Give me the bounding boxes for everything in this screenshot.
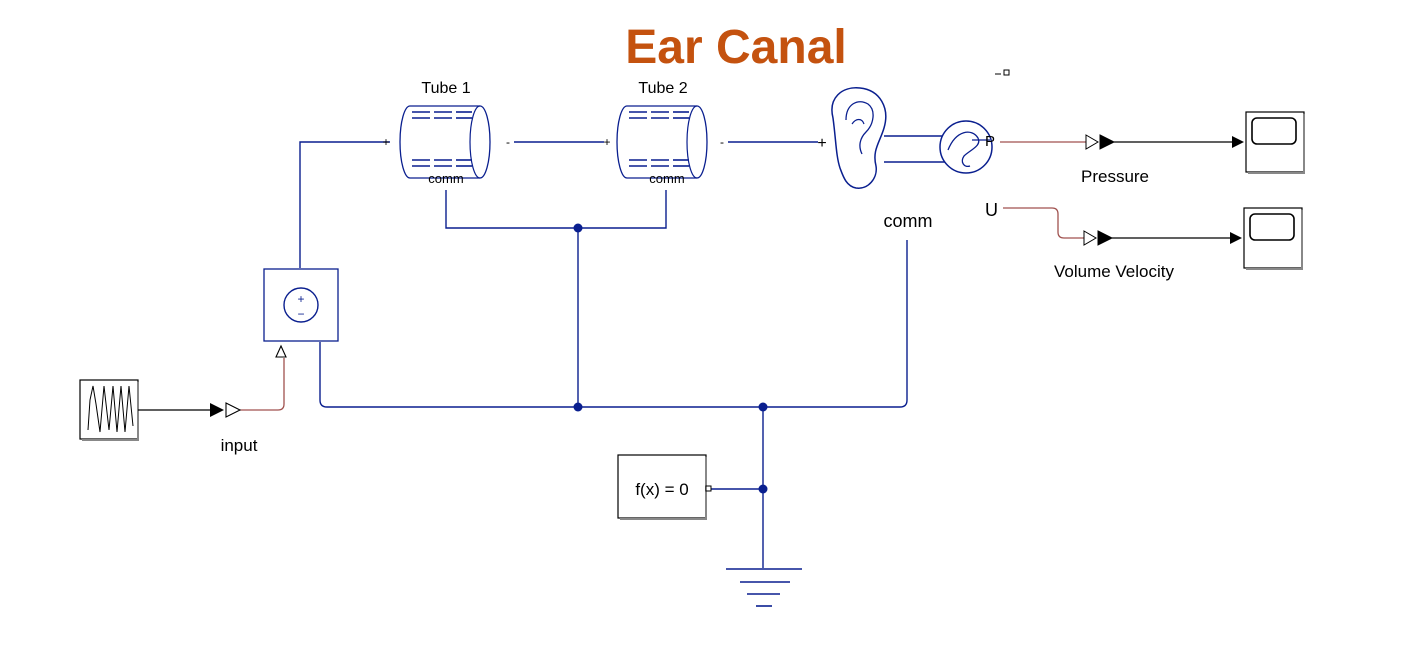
tube-1-dashes: [412, 111, 472, 167]
ground-icon[interactable]: [726, 568, 802, 607]
ear-p-port: P: [985, 133, 995, 150]
ear-plus: +: [817, 135, 826, 152]
goto-volume-arrows: [1083, 230, 1114, 246]
solver-config-block[interactable]: f(x) = 0: [617, 454, 712, 520]
signal-generator-block[interactable]: [79, 379, 139, 441]
u-label: U: [985, 200, 998, 220]
junction-dot: [573, 402, 583, 412]
input-port-icon: [275, 344, 287, 358]
tube-2-end: [686, 105, 698, 179]
tube-2-comm: comm: [649, 171, 684, 186]
tube-2-plus: +: [603, 135, 610, 149]
junction-dot: [758, 402, 768, 412]
tube-1-end: [469, 105, 481, 179]
goto-input-arrows: [210, 402, 242, 418]
tube-2-minus: -: [720, 135, 724, 149]
eardrum-icon: [939, 120, 993, 174]
junction-dot: [573, 223, 583, 233]
wire-ground-bus[interactable]: [319, 240, 908, 408]
tube-2-label: Tube 2: [638, 80, 687, 97]
source-icon: [283, 287, 319, 323]
volume-velocity-label: Volume Velocity: [1054, 262, 1175, 281]
pressure-scope[interactable]: [1245, 111, 1305, 174]
tube-1-minus: -: [506, 135, 510, 149]
physical-wires: [299, 141, 908, 568]
diagram-title: Ear Canal: [625, 21, 846, 74]
signal-input-red[interactable]: [240, 358, 285, 411]
source-minus: −: [297, 307, 304, 321]
wire-source-to-tube1[interactable]: [299, 141, 390, 268]
tube-1-plus: +: [382, 135, 389, 149]
pressure-label: Pressure: [1081, 167, 1149, 186]
input-label: input: [221, 436, 258, 455]
ear-block[interactable]: + P comm: [817, 69, 1010, 231]
goto-pressure-arrows: [1085, 134, 1116, 150]
volume-scope[interactable]: [1243, 207, 1303, 270]
solver-label: f(x) = 0: [635, 480, 688, 499]
tube-2-dashes: [629, 111, 689, 167]
source-plus: +: [297, 292, 304, 306]
tube-1-block[interactable]: Tube 1 + - comm: [382, 80, 510, 186]
pressure-source-block[interactable]: + −: [263, 268, 339, 358]
ear-comm: comm: [884, 211, 933, 231]
junction-dots: [573, 223, 768, 494]
solver-port-icon: [705, 485, 712, 492]
tube-2-block[interactable]: Tube 2 + - comm: [603, 80, 724, 186]
tube-1-label: Tube 1: [421, 80, 470, 97]
arrow-icon: [1230, 232, 1242, 244]
wire-tube-comm-bus[interactable]: [445, 190, 667, 229]
tube-1-body[interactable]: [399, 105, 491, 179]
junction-dot: [758, 484, 768, 494]
tube-2-body[interactable]: [616, 105, 708, 179]
chirp-icon: [87, 385, 134, 433]
signal-volume-red[interactable]: [1003, 207, 1088, 239]
tube-1-comm: comm: [428, 171, 463, 186]
solver-body[interactable]: [617, 454, 707, 519]
arrow-icon: [1232, 136, 1244, 148]
port-marker-icon: [1003, 69, 1010, 76]
ear-icon: [831, 87, 887, 189]
